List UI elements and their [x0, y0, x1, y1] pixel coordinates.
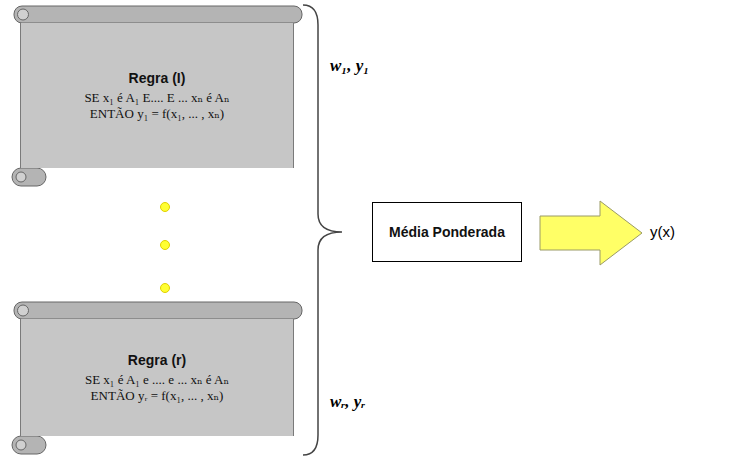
rule-text: ENTÃO yᵣ = f(x₁, ... , xₙ) [91, 388, 224, 404]
ellipsis-dot [161, 203, 170, 212]
rule-scroll: Regra (I) SE x₁ é A₁ E.... E ... xₙ é AₙE… [20, 23, 294, 168]
rule-text: ENTÃO y₁ = f(x₁, ... , xₙ) [90, 106, 224, 122]
scroll-curl [16, 172, 26, 182]
ellipsis-dot [161, 241, 170, 250]
scroll-roll [14, 302, 302, 319]
process-box: Média Ponderada [372, 202, 522, 262]
rule-text: SE x₁ é A₁ e .... e ... xₙ é Aₙ [85, 372, 229, 388]
output-arrow [540, 201, 642, 265]
scroll-roll [12, 436, 46, 454]
rule-title: Regra (I) [129, 70, 186, 86]
scroll-curl [18, 305, 29, 316]
ellipsis-dot [161, 284, 170, 293]
weight-label: w₁, y₁ [330, 56, 369, 76]
rule-title: Regra (r) [128, 352, 186, 368]
rule-scroll: Regra (r) SE x₁ é A₁ e .... e ... xₙ é Aₙ… [20, 319, 294, 436]
rule-text: SE x₁ é A₁ E.... E ... xₙ é Aₙ [84, 90, 229, 106]
scroll-roll [14, 6, 302, 23]
scroll-roll [12, 168, 46, 186]
scroll-curl [16, 440, 26, 450]
output-label: y(x) [650, 223, 675, 240]
weight-label: wᵣ, yᵣ [330, 392, 365, 412]
box-label: Média Ponderada [389, 224, 505, 240]
scroll-curl [18, 9, 29, 20]
